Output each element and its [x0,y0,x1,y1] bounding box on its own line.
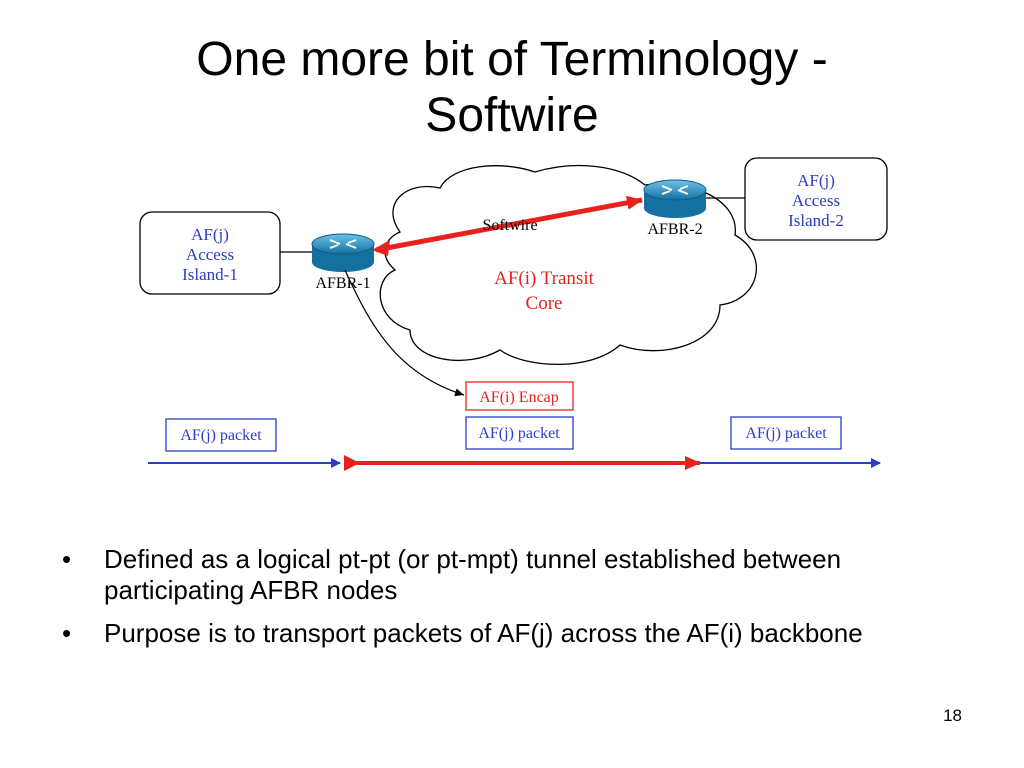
island-2-line-2: Access [792,191,840,210]
router-afbr-2-icon [643,179,707,218]
bullet-dot: • [62,544,72,574]
slide-title: One more bit of Terminology - Softwire [0,32,1024,144]
bullet-item: • Purpose is to transport packets of AF(j… [60,618,960,649]
softwire-label: Softwire [482,217,537,234]
center-packet-label: AF(j) packet [478,425,560,442]
router-afbr-1-icon [311,233,375,272]
encap-box [465,381,574,411]
access-island-2 [744,157,888,241]
softwire-arrow-tail [372,240,390,256]
bullet-text-1: Defined as a logical pt-pt (or pt-mpt) t… [104,544,842,605]
core-label-line-2: Core [526,293,563,314]
title-line-2: Softwire [425,89,599,142]
bullet-list: • Defined as a logical pt-pt (or pt-mpt) … [60,544,960,661]
afbr-1-label: AFBR-1 [315,275,370,292]
title-line-1: One more bit of Terminology - [196,33,828,86]
core-label-line-1: AF(i) Transit [494,268,594,289]
flow-red-start-arrow [344,455,360,471]
island-2-line-3: Island-2 [788,211,844,230]
left-packet-box [165,418,277,452]
page-number: 18 [943,706,962,725]
encap-curve-arrow [344,269,465,397]
center-packet-box [465,416,574,450]
access-island-1 [139,211,281,295]
bullet-text-2: Purpose is to transport packets of AF(j)… [104,618,863,648]
bullet-item: • Defined as a logical pt-pt (or pt-mpt) … [60,544,960,606]
left-packet-label: AF(j) packet [180,427,262,444]
bullet-dot: • [62,618,72,648]
right-packet-box [730,416,842,450]
right-packet-label: AF(j) packet [745,425,827,442]
island-1-line-3: Island-1 [182,265,238,284]
island-1-line-1: AF(j) [191,225,229,244]
encap-label: AF(i) Encap [479,389,559,406]
softwire-arrow [375,195,643,253]
island-2-line-1: AF(j) [797,171,835,190]
island-1-line-2: Access [186,245,234,264]
afbr-2-label: AFBR-2 [647,221,702,238]
softwire-diagram: AF(j) Access Island-1 AF(j) Access Islan… [139,157,888,471]
